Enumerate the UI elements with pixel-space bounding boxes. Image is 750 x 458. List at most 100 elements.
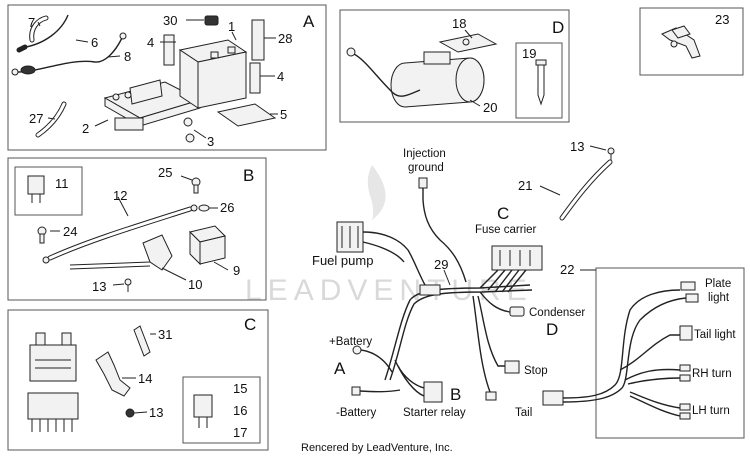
- callout-23: 23: [715, 12, 729, 27]
- terminal-cap-icon: [204, 15, 219, 26]
- wire-8-icon: [17, 37, 123, 73]
- screw-13b-icon: [607, 147, 615, 155]
- section-b-letter: B: [243, 166, 254, 185]
- callout-5: 5: [280, 107, 287, 122]
- section-a-box: A: [7, 4, 327, 151]
- section-23-box: 23: [639, 7, 744, 76]
- starter-relay-connector-icon: [423, 381, 443, 403]
- canister-wire-icon: [353, 53, 421, 97]
- callout-9: 9: [233, 263, 240, 278]
- starter-relay-label: Starter relay: [403, 407, 466, 419]
- fuel-pump-label: Fuel pump: [312, 253, 373, 268]
- rh-turn-label: RH turn: [692, 368, 732, 380]
- screw-3-icon: [183, 117, 193, 127]
- section-d-letter: D: [552, 18, 564, 37]
- callout-26: 26: [220, 200, 234, 215]
- fuse-carrier-top-icon: [29, 332, 77, 382]
- callout-17: 17: [233, 425, 247, 440]
- callout-13a: 13: [92, 279, 106, 294]
- callout-12: 12: [113, 188, 127, 203]
- condenser-label: Condenser: [529, 307, 585, 319]
- stop-label: Stop: [524, 365, 548, 377]
- minus-battery-terminal-icon: [351, 386, 361, 396]
- callout-21: 21: [518, 178, 532, 193]
- lh-turn-connector-icon: [679, 403, 691, 411]
- callout-22: 22: [560, 262, 574, 277]
- callout-28: 28: [278, 31, 292, 46]
- footer-credit: Rencered by LeadVenture, Inc.: [301, 442, 453, 454]
- canister-clip-icon: [423, 51, 451, 65]
- screw-13c-icon: [125, 408, 135, 418]
- carrier-bracket-icon: [95, 351, 131, 397]
- section-b-frame: [7, 157, 267, 301]
- plate-light-connector-icon: [680, 281, 696, 291]
- callout-20: 20: [483, 100, 497, 115]
- callout-3: 3: [207, 134, 214, 149]
- callout-27: 27: [29, 111, 43, 126]
- fuse-carrier-label: Fuse carrier: [475, 224, 537, 236]
- minus-battery-label: -Battery: [336, 407, 377, 419]
- section-c-box: C 31 14: [7, 309, 269, 451]
- fuse-c-inset-frame: [182, 376, 261, 444]
- injection-ground-terminal-icon: [418, 177, 428, 189]
- washer-26-icon: [198, 204, 210, 212]
- fuse-carrier-bottom-icon: [27, 392, 79, 432]
- tail-light-label: Tail light: [694, 329, 736, 341]
- screw-13-icon: [124, 278, 132, 286]
- callout-1: 1: [228, 19, 235, 34]
- cable-clamp-icon: [661, 25, 701, 59]
- plate-light-label-1: Plate: [705, 278, 731, 290]
- fuse-c-icon: [193, 394, 213, 428]
- rear-harness-connector-icon: [542, 390, 564, 406]
- pad-4b-icon: [249, 62, 261, 94]
- callout-25: 25: [158, 165, 172, 180]
- wiring-harness: Injection ground C Fuse carrier Fuel pum…: [312, 139, 745, 439]
- rear-harness-frame: [595, 267, 745, 439]
- battery-tray-icon: [103, 79, 202, 131]
- section-d-inner-frame: [515, 42, 563, 119]
- injection-ground-label-1: Injection: [403, 148, 446, 160]
- pad-4-icon: [163, 34, 175, 66]
- plus-battery-label: +Battery: [329, 336, 372, 348]
- lh-turn-label: LH turn: [692, 405, 730, 417]
- callout-2: 2: [82, 121, 89, 136]
- plate-light-label-2: light: [708, 292, 730, 304]
- callout-4b: 4: [277, 69, 284, 84]
- fuse-icon: [27, 175, 45, 203]
- section-c-frame: [7, 309, 269, 451]
- callout-13c: 13: [149, 405, 163, 420]
- callout-13b: 13: [570, 139, 584, 154]
- callout-7: 7: [28, 15, 35, 30]
- stop-connector-icon: [504, 360, 520, 374]
- relay-bracket-icon: [69, 234, 173, 271]
- callout-29: 29: [434, 257, 448, 272]
- fuse-inset-frame: [14, 166, 83, 216]
- callout-24: 24: [63, 224, 77, 239]
- tail-connector-icon: [485, 391, 497, 401]
- callout-16: 16: [233, 403, 247, 418]
- wiring-section-b-letter: B: [450, 385, 461, 404]
- clip-31-icon: [133, 325, 151, 357]
- screw-3b-icon: [185, 133, 195, 143]
- section-d-frame: [339, 9, 570, 123]
- tail-label: Tail: [515, 407, 532, 419]
- callout-6: 6: [91, 35, 98, 50]
- callout-31: 31: [158, 327, 172, 342]
- callout-11: 11: [55, 176, 69, 191]
- section-a-letter: A: [303, 12, 315, 31]
- pad-28-icon: [251, 19, 265, 61]
- section-23-frame: [639, 7, 744, 76]
- callout-14: 14: [138, 371, 152, 386]
- callout-19: 19: [522, 46, 536, 61]
- pad-5-icon: [216, 103, 277, 127]
- condenser-icon: [509, 306, 525, 317]
- harness-sleeve-icon: [419, 284, 441, 296]
- callout-15: 15: [233, 381, 247, 396]
- callout-30: 30: [163, 13, 177, 28]
- wiring-section-a-letter: A: [334, 359, 346, 378]
- callout-10: 10: [188, 277, 202, 292]
- starter-relay-icon: [189, 225, 226, 266]
- tail-light-connector-icon: [679, 325, 693, 341]
- battery-icon: [178, 39, 248, 109]
